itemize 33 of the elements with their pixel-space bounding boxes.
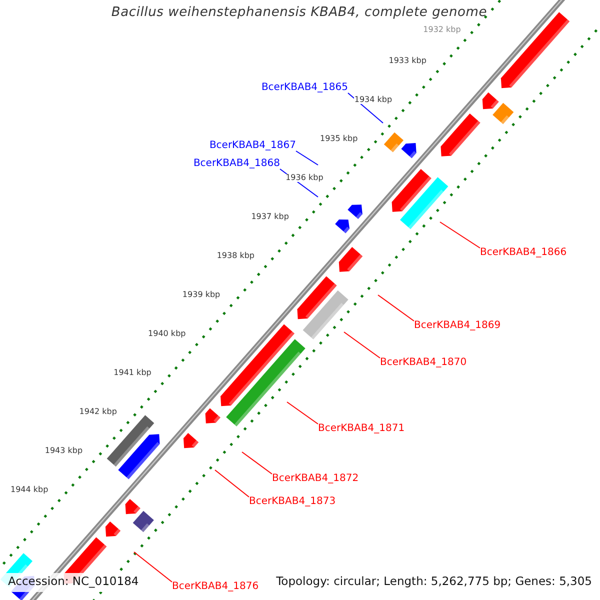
scale-label: 1939 kbp: [182, 290, 220, 299]
gene-label: BcerKBAB4_1876: [172, 582, 259, 592]
scale-label: 1934 kbp: [354, 96, 392, 104]
scale-label: 1940 kbp: [148, 330, 186, 338]
leader-line: [286, 402, 318, 424]
gene-label: BcerKBAB4_1866: [480, 248, 567, 258]
leader-line: [348, 92, 384, 124]
gene-label: BcerKBAB4_1871: [318, 424, 405, 434]
title: Bacillus weihenstephanensis KBAB4, complete genome: [111, 6, 487, 19]
scale-label: 1935 kbp: [320, 134, 358, 143]
leader-line: [296, 150, 318, 166]
scale-label: 1943 kbp: [44, 446, 83, 455]
leader-line: [242, 452, 272, 474]
scale-label: 1938 kbp: [216, 252, 255, 260]
gene-label: BcerKBAB4_1868: [193, 159, 280, 169]
scale-label: 1933 kbp: [388, 56, 426, 64]
leader-line: [134, 552, 172, 582]
scale-label: 1941 kbp: [114, 368, 152, 377]
leader-line: [214, 470, 250, 498]
scale-label: 1932 kbp: [423, 26, 461, 34]
gene-label: BcerKBAB4_1865: [261, 83, 348, 93]
leader-line: [378, 294, 414, 322]
leader-line: [440, 222, 480, 248]
gene-label: BcerKBAB4_1867: [209, 141, 296, 151]
scale-label: 1944 kbp: [10, 486, 48, 494]
gene-label: BcerKBAB4_1873: [249, 497, 336, 507]
leader-line: [344, 332, 380, 358]
gene-label: BcerKBAB4_1869: [414, 321, 501, 331]
gene-label: BcerKBAB4_1872: [272, 474, 359, 484]
gene-label: BcerKBAB4_1870: [380, 358, 467, 368]
scale-label: 1936 kbp: [286, 174, 324, 182]
scale-label: 1937 kbp: [251, 212, 289, 221]
scale-label: 1942 kbp: [79, 408, 117, 416]
